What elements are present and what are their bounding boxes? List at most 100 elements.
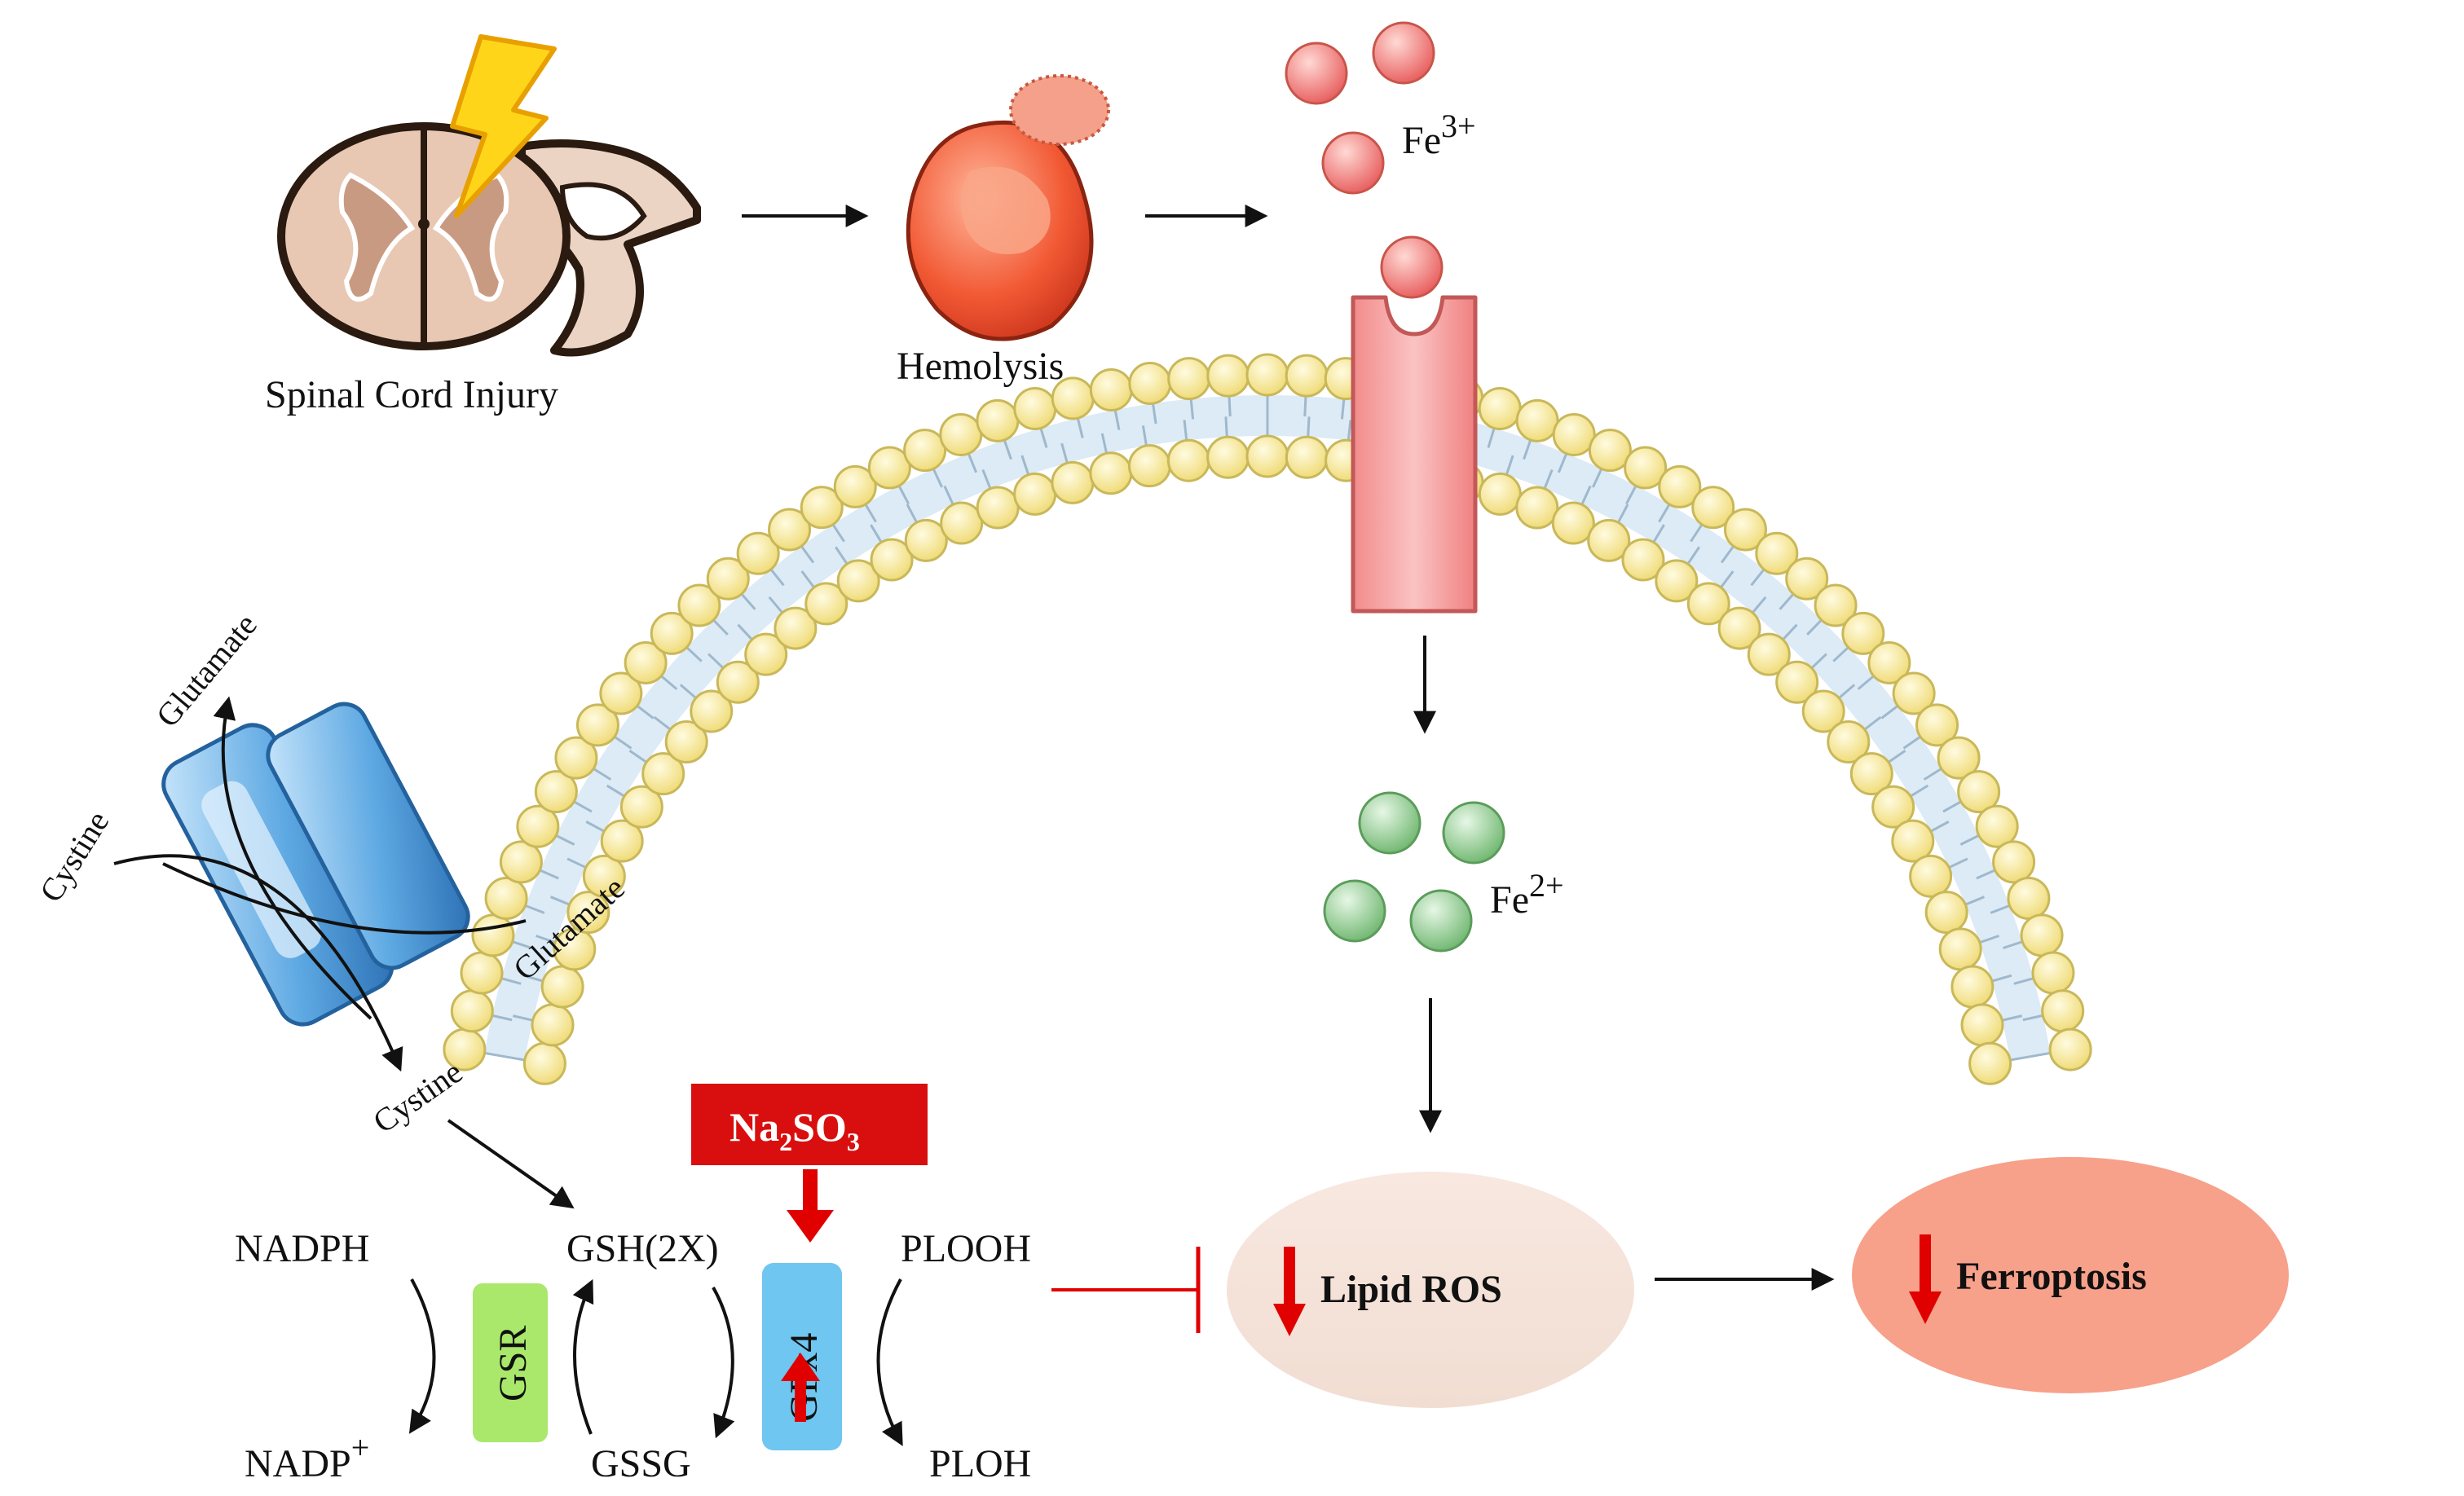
lipid-head xyxy=(1624,446,1668,490)
lipid-head xyxy=(1167,357,1211,401)
lipid-head xyxy=(650,611,694,655)
arrow-nadph-to-nadp xyxy=(408,1278,436,1434)
lipid-head xyxy=(1515,486,1559,530)
lipid-head xyxy=(1686,582,1730,626)
lipid-head xyxy=(1992,840,2036,884)
lipid-head xyxy=(599,671,643,715)
lipid-head xyxy=(1478,472,1522,516)
plooh-label: PLOOH xyxy=(901,1227,1031,1270)
lipid-head xyxy=(1588,429,1632,473)
lightning-icon xyxy=(450,34,557,218)
lipid-head xyxy=(516,804,560,848)
red-up-arrow-icon xyxy=(781,1353,820,1422)
lipid-head xyxy=(833,464,877,508)
lipid-head xyxy=(774,606,818,650)
red-down-arrow-icon xyxy=(1273,1247,1306,1336)
lipid-head xyxy=(800,486,844,530)
lipid-head xyxy=(1915,703,1959,747)
iron-ball-icon xyxy=(1442,801,1505,865)
lipid-head xyxy=(677,583,721,627)
red-down-arrow-icon xyxy=(1909,1234,1942,1324)
gsr-label: GSR xyxy=(491,1326,535,1401)
lipid-head xyxy=(1814,583,1858,627)
lipid-head xyxy=(566,891,610,935)
lipid-head xyxy=(1013,472,1057,516)
lipid-head xyxy=(619,785,663,829)
lipid-head xyxy=(664,720,708,764)
lipid-head xyxy=(1892,671,1936,715)
lipid-head xyxy=(540,965,584,1009)
lipid-head xyxy=(1285,435,1329,479)
lipid-head xyxy=(499,840,543,884)
lipid-head xyxy=(1206,435,1250,479)
lipid-head xyxy=(1089,451,1133,495)
lipid-head xyxy=(744,632,788,676)
fe3-label: Fe3+ xyxy=(1402,108,1476,162)
lipid-head xyxy=(1909,854,1953,898)
lipid-head xyxy=(1245,434,1289,478)
na2so3-label: Na2SO3 xyxy=(730,1104,860,1156)
lipid-head xyxy=(1717,606,1761,650)
arrow-plooh-to-ploh xyxy=(876,1278,903,1446)
lipid-head xyxy=(804,582,849,626)
lipid-head xyxy=(1551,501,1595,545)
lipid-head xyxy=(1755,531,1799,575)
lipid-head xyxy=(1827,720,1871,764)
fe2-label: Fe2+ xyxy=(1490,867,1564,922)
lipid-head xyxy=(1723,508,1767,552)
iron-ball-icon xyxy=(1323,879,1386,943)
iron-ball-icon xyxy=(1372,21,1435,85)
lipid-head xyxy=(575,703,619,747)
lipid-head xyxy=(2041,989,2085,1033)
lipid-head xyxy=(736,531,780,575)
lipid-head xyxy=(1089,368,1133,412)
ferroptosis-label: Ferroptosis xyxy=(1956,1255,2147,1298)
lipid-head xyxy=(2007,876,2051,920)
lipid-head xyxy=(1950,965,1995,1009)
lipid-head xyxy=(716,660,760,704)
lipid-head xyxy=(867,446,911,490)
arrow-cystine-to-gsh xyxy=(447,1119,575,1209)
lipid-head xyxy=(1691,486,1735,530)
lipid-head xyxy=(1127,444,1171,488)
lipid-head xyxy=(1968,1041,2012,1085)
lipid-head xyxy=(2048,1027,2092,1071)
lipid-head xyxy=(534,770,578,814)
lipid-head xyxy=(1957,770,2001,814)
lipid-head xyxy=(450,989,494,1033)
lipid-head xyxy=(836,559,880,603)
ferroptosis-node xyxy=(1852,1157,2289,1393)
lipid-head xyxy=(1975,804,2019,848)
lipid-head xyxy=(940,501,984,545)
lipid-head xyxy=(1128,361,1172,405)
xc-transporter-icon xyxy=(161,702,470,1027)
cell-membrane xyxy=(443,353,2092,1085)
arrow-glutamate-line xyxy=(162,862,527,935)
lipid-head xyxy=(1655,559,1699,603)
lipid-head xyxy=(706,557,750,601)
lipid-head xyxy=(1938,927,1982,971)
lipid-head xyxy=(1515,398,1559,442)
lipid-head xyxy=(2020,913,2064,957)
lipid-head xyxy=(1801,689,1845,733)
lipid-head xyxy=(1891,819,1935,863)
arrow-glutamate-out xyxy=(213,696,372,1020)
lipid-head xyxy=(1849,752,1893,796)
lipid-head xyxy=(1051,460,1095,504)
lipid-head xyxy=(531,1003,575,1047)
ploh-label: PLOH xyxy=(929,1442,1031,1485)
spinal-cord-icon xyxy=(277,122,701,357)
lipid-ros-label: Lipid ROS xyxy=(1320,1268,1502,1311)
lipid-head xyxy=(870,538,914,582)
lipid-head xyxy=(903,429,947,473)
lipid-head xyxy=(582,854,626,898)
lipid-head xyxy=(1747,632,1791,676)
nadph-label: NADPH xyxy=(235,1227,369,1270)
lipid-head xyxy=(2031,951,2075,995)
lipid-head xyxy=(522,1041,566,1085)
lipid-head xyxy=(904,518,948,562)
lipid-head xyxy=(1658,464,1702,508)
lipid-head xyxy=(976,486,1020,530)
lipid-head xyxy=(1841,611,1885,655)
